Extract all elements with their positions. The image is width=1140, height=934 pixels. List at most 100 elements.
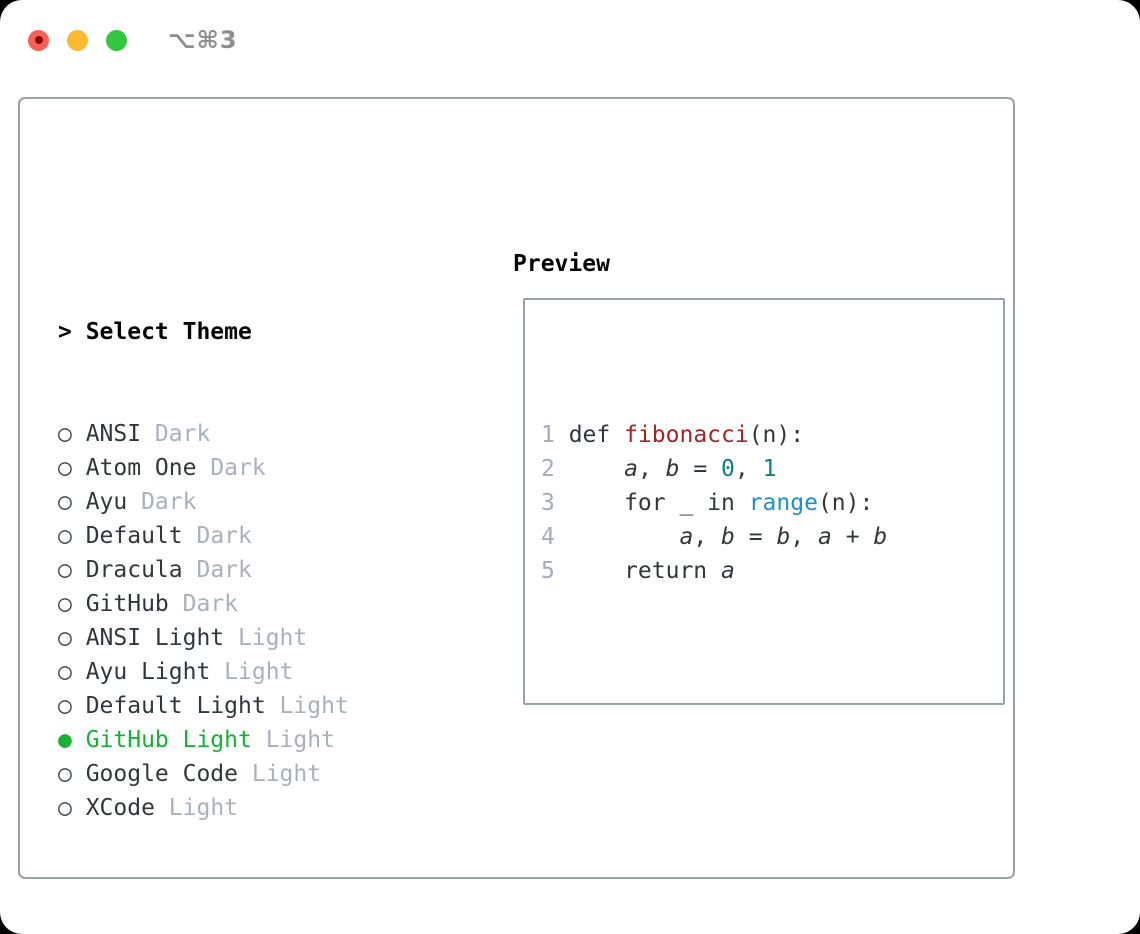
select-theme-header: > Select Theme — [58, 315, 488, 349]
code-segment-variable: b — [721, 524, 735, 550]
traffic-lights — [28, 29, 127, 51]
code-segment-plain: (n): — [748, 422, 805, 448]
line-number: 5 — [541, 558, 555, 584]
code-segment-plain — [569, 524, 680, 550]
code-line: 5 return a — [541, 554, 1003, 588]
zoom-button[interactable] — [106, 29, 127, 51]
spacer — [541, 656, 1003, 690]
code-segment-variable: b — [776, 524, 791, 550]
code-segment-variable: a — [679, 524, 694, 550]
theme-option-ayu-light[interactable]: ○ Ayu Light Light — [58, 655, 488, 689]
close-inner-dot — [34, 36, 43, 44]
theme-option-default[interactable]: ○ Default Dark — [58, 519, 488, 553]
window-title-shortcut: ⌥⌘3 — [168, 26, 238, 54]
line-number: 1 — [541, 422, 555, 448]
theme-option-atom-one[interactable]: ○ Atom One Dark — [58, 451, 488, 485]
theme-option-variant: Light — [238, 625, 308, 651]
theme-option-label: ANSI — [85, 421, 142, 447]
code-segment-plain: , — [734, 456, 763, 482]
theme-option-ayu[interactable]: ○ Ayu Dark — [58, 485, 488, 519]
code-segment-variable: a — [624, 456, 638, 482]
prompt-caret-icon: > — [58, 319, 72, 345]
theme-option-label: Google Code — [85, 761, 239, 787]
preview-title: Preview — [513, 251, 610, 277]
theme-option-variant: Dark — [182, 591, 239, 617]
radio-unselected-icon: ○ — [58, 523, 72, 549]
minimize-button[interactable] — [67, 29, 88, 51]
radio-unselected-icon: ○ — [58, 761, 72, 787]
radio-unselected-icon: ○ — [58, 693, 72, 719]
code-segment-plain: def — [568, 422, 625, 448]
theme-option-dracula[interactable]: ○ Dracula Dark — [58, 553, 488, 587]
radio-unselected-icon: ○ — [58, 455, 72, 481]
theme-option-label: Ayu Light — [85, 659, 211, 685]
theme-option-label: Dracula — [85, 557, 183, 583]
code-segment-plain: = — [679, 456, 722, 482]
theme-option-github[interactable]: ○ GitHub Dark — [58, 587, 488, 621]
radio-unselected-icon: ○ — [58, 489, 72, 515]
theme-option-variant: Dark — [196, 557, 252, 583]
theme-option-ansi-light[interactable]: ○ ANSI Light Light — [58, 621, 488, 655]
radio-unselected-icon: ○ — [58, 795, 72, 821]
code-segment-plain: , — [637, 456, 666, 482]
theme-option-label: ANSI Light — [85, 625, 225, 651]
theme-option-label: XCode — [85, 795, 155, 821]
theme-option-label: GitHub Light — [85, 727, 252, 753]
code-segment-plain — [569, 456, 624, 482]
code-segment-plain: return — [568, 558, 722, 584]
theme-option-xcode[interactable]: ○ XCode Light — [58, 791, 488, 825]
radio-selected-icon: ● — [58, 727, 72, 753]
select-theme-title: Select Theme — [85, 319, 252, 345]
code-segment-variable: b — [873, 524, 888, 550]
radio-unselected-icon: ○ — [58, 659, 72, 685]
code-line: 2 a, b = 0, 1 — [541, 452, 1003, 486]
theme-option-label: Atom One — [85, 455, 197, 481]
theme-option-label: Default Light — [85, 693, 266, 719]
theme-option-variant: Dark — [196, 523, 252, 549]
radio-unselected-icon: ○ — [58, 591, 72, 617]
radio-unselected-icon: ○ — [58, 557, 72, 583]
theme-option-variant: Light — [251, 761, 322, 787]
titlebar: ⌥⌘3 — [28, 26, 238, 54]
theme-option-label: Ayu — [85, 489, 128, 515]
code-line: 1 def fibonacci(n): — [541, 418, 1003, 452]
theme-option-variant: Dark — [210, 455, 266, 481]
code-segment-number: 1 — [762, 456, 777, 482]
code-line: 3 for _ in range(n): — [541, 486, 1003, 520]
theme-option-variant: Light — [224, 659, 294, 685]
close-button[interactable] — [28, 29, 49, 51]
code-segment-variable: a — [818, 524, 832, 550]
code-line: 4 a, b = b, a + b — [541, 520, 1003, 554]
radio-unselected-icon: ○ — [58, 421, 72, 447]
code-segment-plain: for _ in — [568, 490, 749, 516]
code-segment-function: fibonacci — [624, 422, 749, 448]
code-segment-plain: , — [790, 524, 818, 550]
line-number: 4 — [541, 524, 555, 550]
spacer — [58, 893, 488, 927]
line-number: 3 — [541, 490, 555, 516]
theme-option-variant: Dark — [154, 421, 211, 447]
code-segment-number: 0 — [721, 456, 735, 482]
code-segment-plain: = — [734, 524, 777, 550]
theme-option-label: GitHub — [85, 591, 169, 617]
radio-unselected-icon: ○ — [58, 625, 72, 651]
code-segment-plain: + — [831, 524, 874, 550]
line-number: 2 — [541, 456, 555, 482]
theme-option-variant: Light — [168, 795, 239, 821]
theme-option-ansi[interactable]: ○ ANSI Dark — [58, 417, 488, 451]
code-segment-variable: a — [721, 558, 735, 584]
theme-option-variant: Dark — [141, 489, 197, 515]
code-segment-variable: b — [665, 456, 680, 482]
code-segment-plain: , — [693, 524, 722, 550]
theme-option-google-code[interactable]: ○ Google Code Light — [58, 757, 488, 791]
theme-option-label: Default — [85, 523, 183, 549]
code-segment-plain: (n): — [817, 490, 874, 516]
